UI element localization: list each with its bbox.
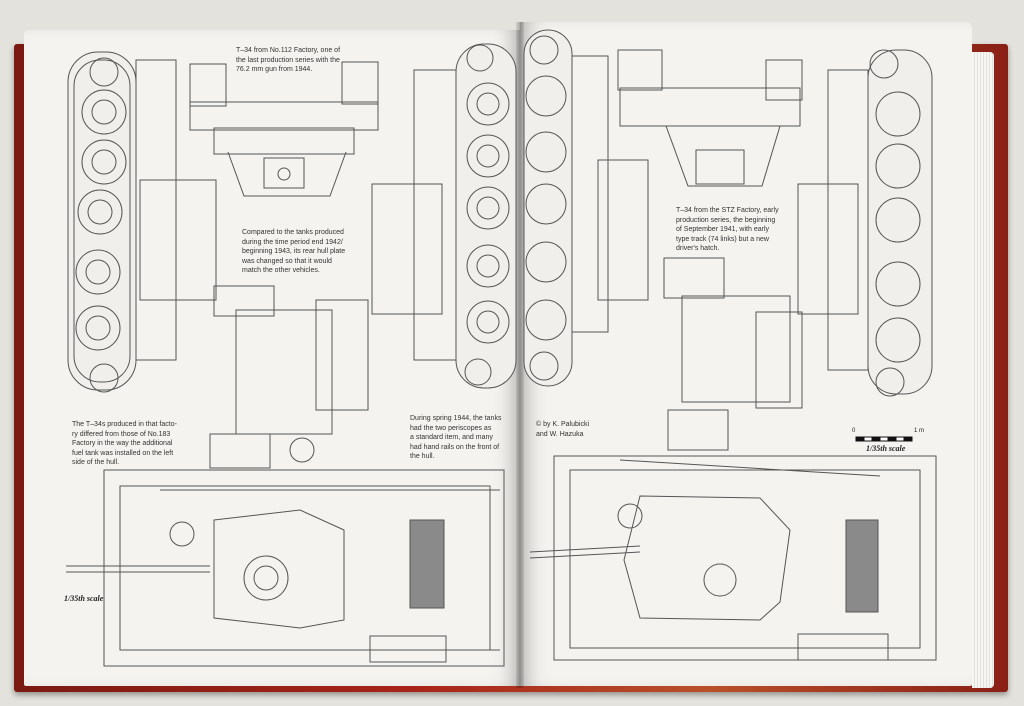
right-right-track-view <box>797 49 933 397</box>
book-gutter <box>516 22 524 688</box>
left-rear-view <box>209 285 369 469</box>
caption-stz-factory: T–34 from the STZ Factory, early product… <box>676 207 779 252</box>
left-front-view <box>189 61 379 197</box>
page-edges <box>972 52 994 688</box>
caption-rear-hull-plate: Compared to the tanks produced during th… <box>242 229 346 274</box>
caption-fuel-tank: The T–34s produced in that facto- ry dif… <box>72 421 177 466</box>
right-scale-label: 1/35th scale <box>866 444 906 453</box>
caption-factory-112: T–34 from No.112 Factory, one of the las… <box>236 47 341 73</box>
scale-bar-start: 0 <box>852 428 856 434</box>
left-top-view <box>66 469 505 667</box>
right-front-view <box>617 49 803 187</box>
left-track-side-view <box>67 51 217 393</box>
scale-bar <box>855 436 913 442</box>
scale-bar-end: 1 m <box>914 428 925 434</box>
right-left-track-view <box>523 29 649 387</box>
left-center-track-view <box>371 43 517 389</box>
caption-periscopes: During spring 1944, the tanks had the tw… <box>410 415 502 460</box>
left-scale-label: 1/35th scale <box>64 594 104 603</box>
artist-credit: © by K. Palubicki and W. Hazuka <box>536 421 590 438</box>
right-top-view <box>529 455 937 661</box>
right-rear-view <box>663 257 803 451</box>
